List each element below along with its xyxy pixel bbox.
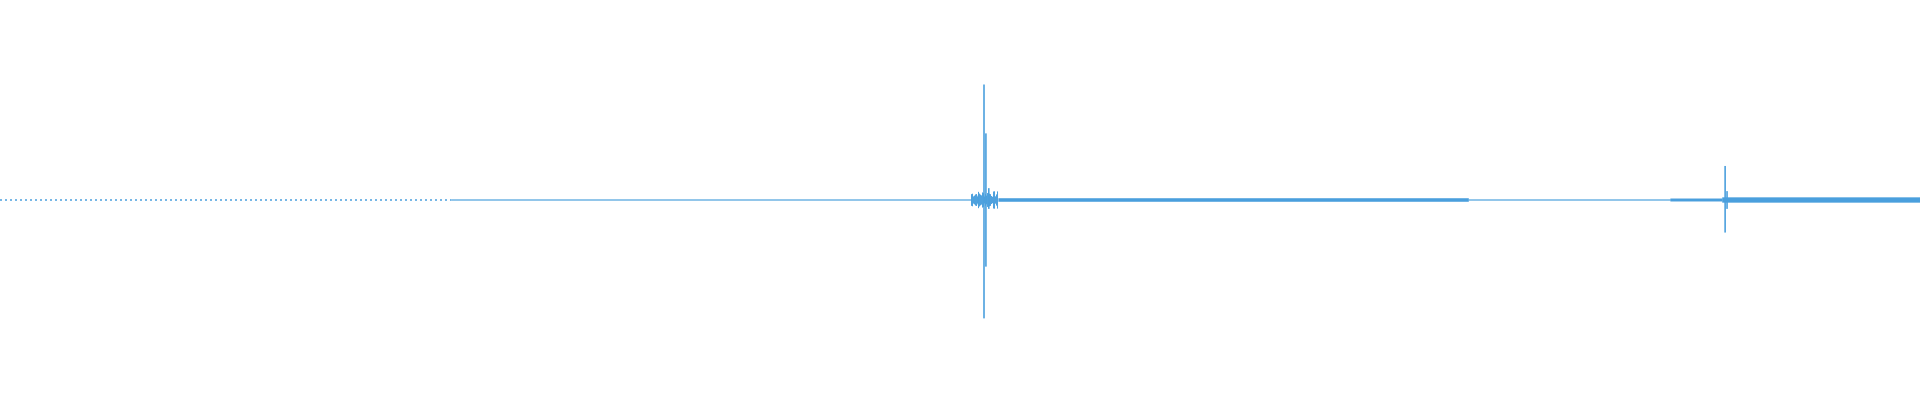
- waveform-segment: [998, 198, 1469, 202]
- waveform-segment: [451, 199, 972, 201]
- waveform-spikes-group: [977, 84, 1728, 319]
- waveform-segment: [1468, 199, 1671, 201]
- waveform-segment: [1722, 197, 1920, 203]
- waveform-segment: [1670, 198, 1723, 202]
- waveform-baseline-group: [0, 191, 1920, 209]
